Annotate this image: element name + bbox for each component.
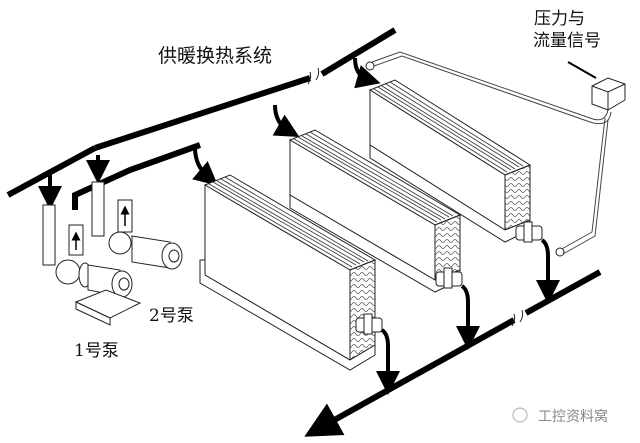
pressure-flow-sensor <box>567 61 626 111</box>
supply-branch-arrows <box>38 57 381 210</box>
pump-2 <box>91 181 183 270</box>
system-title: 供暖换热系统 <box>158 45 272 67</box>
pump2-label: 2号泵 <box>149 306 194 326</box>
radiator-1 <box>199 174 377 371</box>
pipe-break-symbol <box>511 309 524 327</box>
sensor-leader-line <box>567 61 597 79</box>
watermark-text: 工控资料窝 <box>538 408 608 425</box>
sensor-tubing <box>365 51 612 257</box>
wechat-icon <box>512 407 528 423</box>
return-pipe <box>304 269 602 437</box>
sensor-label-line1: 压力与 <box>534 9 585 29</box>
watermark: 工控资料窝 <box>512 407 608 425</box>
return-branch-arrows <box>376 238 560 395</box>
valve-2 <box>435 267 463 289</box>
radiator-3 <box>368 79 532 243</box>
pump-1 <box>42 204 142 326</box>
pipe-break-symbol <box>307 67 320 85</box>
pump1-label: 1号泵 <box>74 341 119 361</box>
valve-3 <box>515 221 543 243</box>
valve-1 <box>355 313 383 335</box>
sensor-label-line2: 流量信号 <box>533 31 601 51</box>
